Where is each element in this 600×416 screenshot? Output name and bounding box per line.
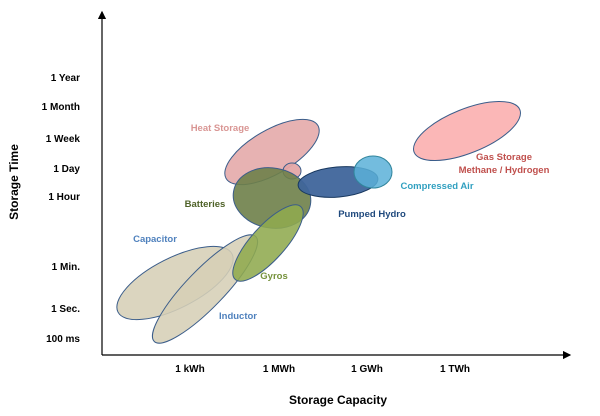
y-tick-label-100-ms: 100 ms — [46, 334, 80, 345]
region-gas-storage-ellipse — [413, 100, 521, 162]
region-gyros-ellipse — [232, 204, 304, 282]
ticks-layer: 1 kWh 1 MWh 1 GWh 1 TWh 100 ms 1 Sec. 1 Min. 1 … — [42, 73, 470, 375]
region-label-inductor: Inductor — [219, 311, 257, 322]
y-tick-label-1-min: 1 Min. — [52, 262, 81, 273]
region-label-batteries: Batteries — [185, 199, 226, 210]
x-tick-label-1-mwh: 1 MWh — [263, 364, 295, 375]
y-tick-label-1-month: 1 Month — [42, 102, 80, 113]
region-label-gyros: Gyros — [260, 271, 287, 282]
x-tick-label-1-gwh: 1 GWh — [351, 364, 383, 375]
x-axis-title: Storage Capacity — [289, 393, 387, 407]
y-tick-label-1-day: 1 Day — [53, 164, 80, 175]
y-tick-label-1-year: 1 Year — [51, 73, 80, 84]
region-label-heat-storage: Heat Storage — [191, 123, 250, 134]
y-tick-label-1-sec: 1 Sec. — [51, 304, 80, 315]
region-label-capacitor: Capacitor — [133, 234, 177, 245]
y-axis-title: Storage Time — [7, 144, 21, 220]
region-label-gas-storage: Gas Storage — [476, 152, 532, 163]
regions-layer — [116, 100, 521, 344]
region-label-gas-storage-line-1: Methane / Hydrogen — [459, 165, 550, 176]
y-tick-label-1-hour: 1 Hour — [48, 192, 80, 203]
y-tick-label-1-week: 1 Week — [46, 134, 81, 145]
region-compressed-air-ellipse — [353, 155, 393, 189]
x-tick-label-1-kwh: 1 kWh — [175, 364, 204, 375]
x-tick-label-1-twh: 1 TWh — [440, 364, 470, 375]
region-label-compressed-air: Compressed Air — [400, 181, 473, 192]
region-label-pumped-hydro: Pumped Hydro — [338, 209, 406, 220]
